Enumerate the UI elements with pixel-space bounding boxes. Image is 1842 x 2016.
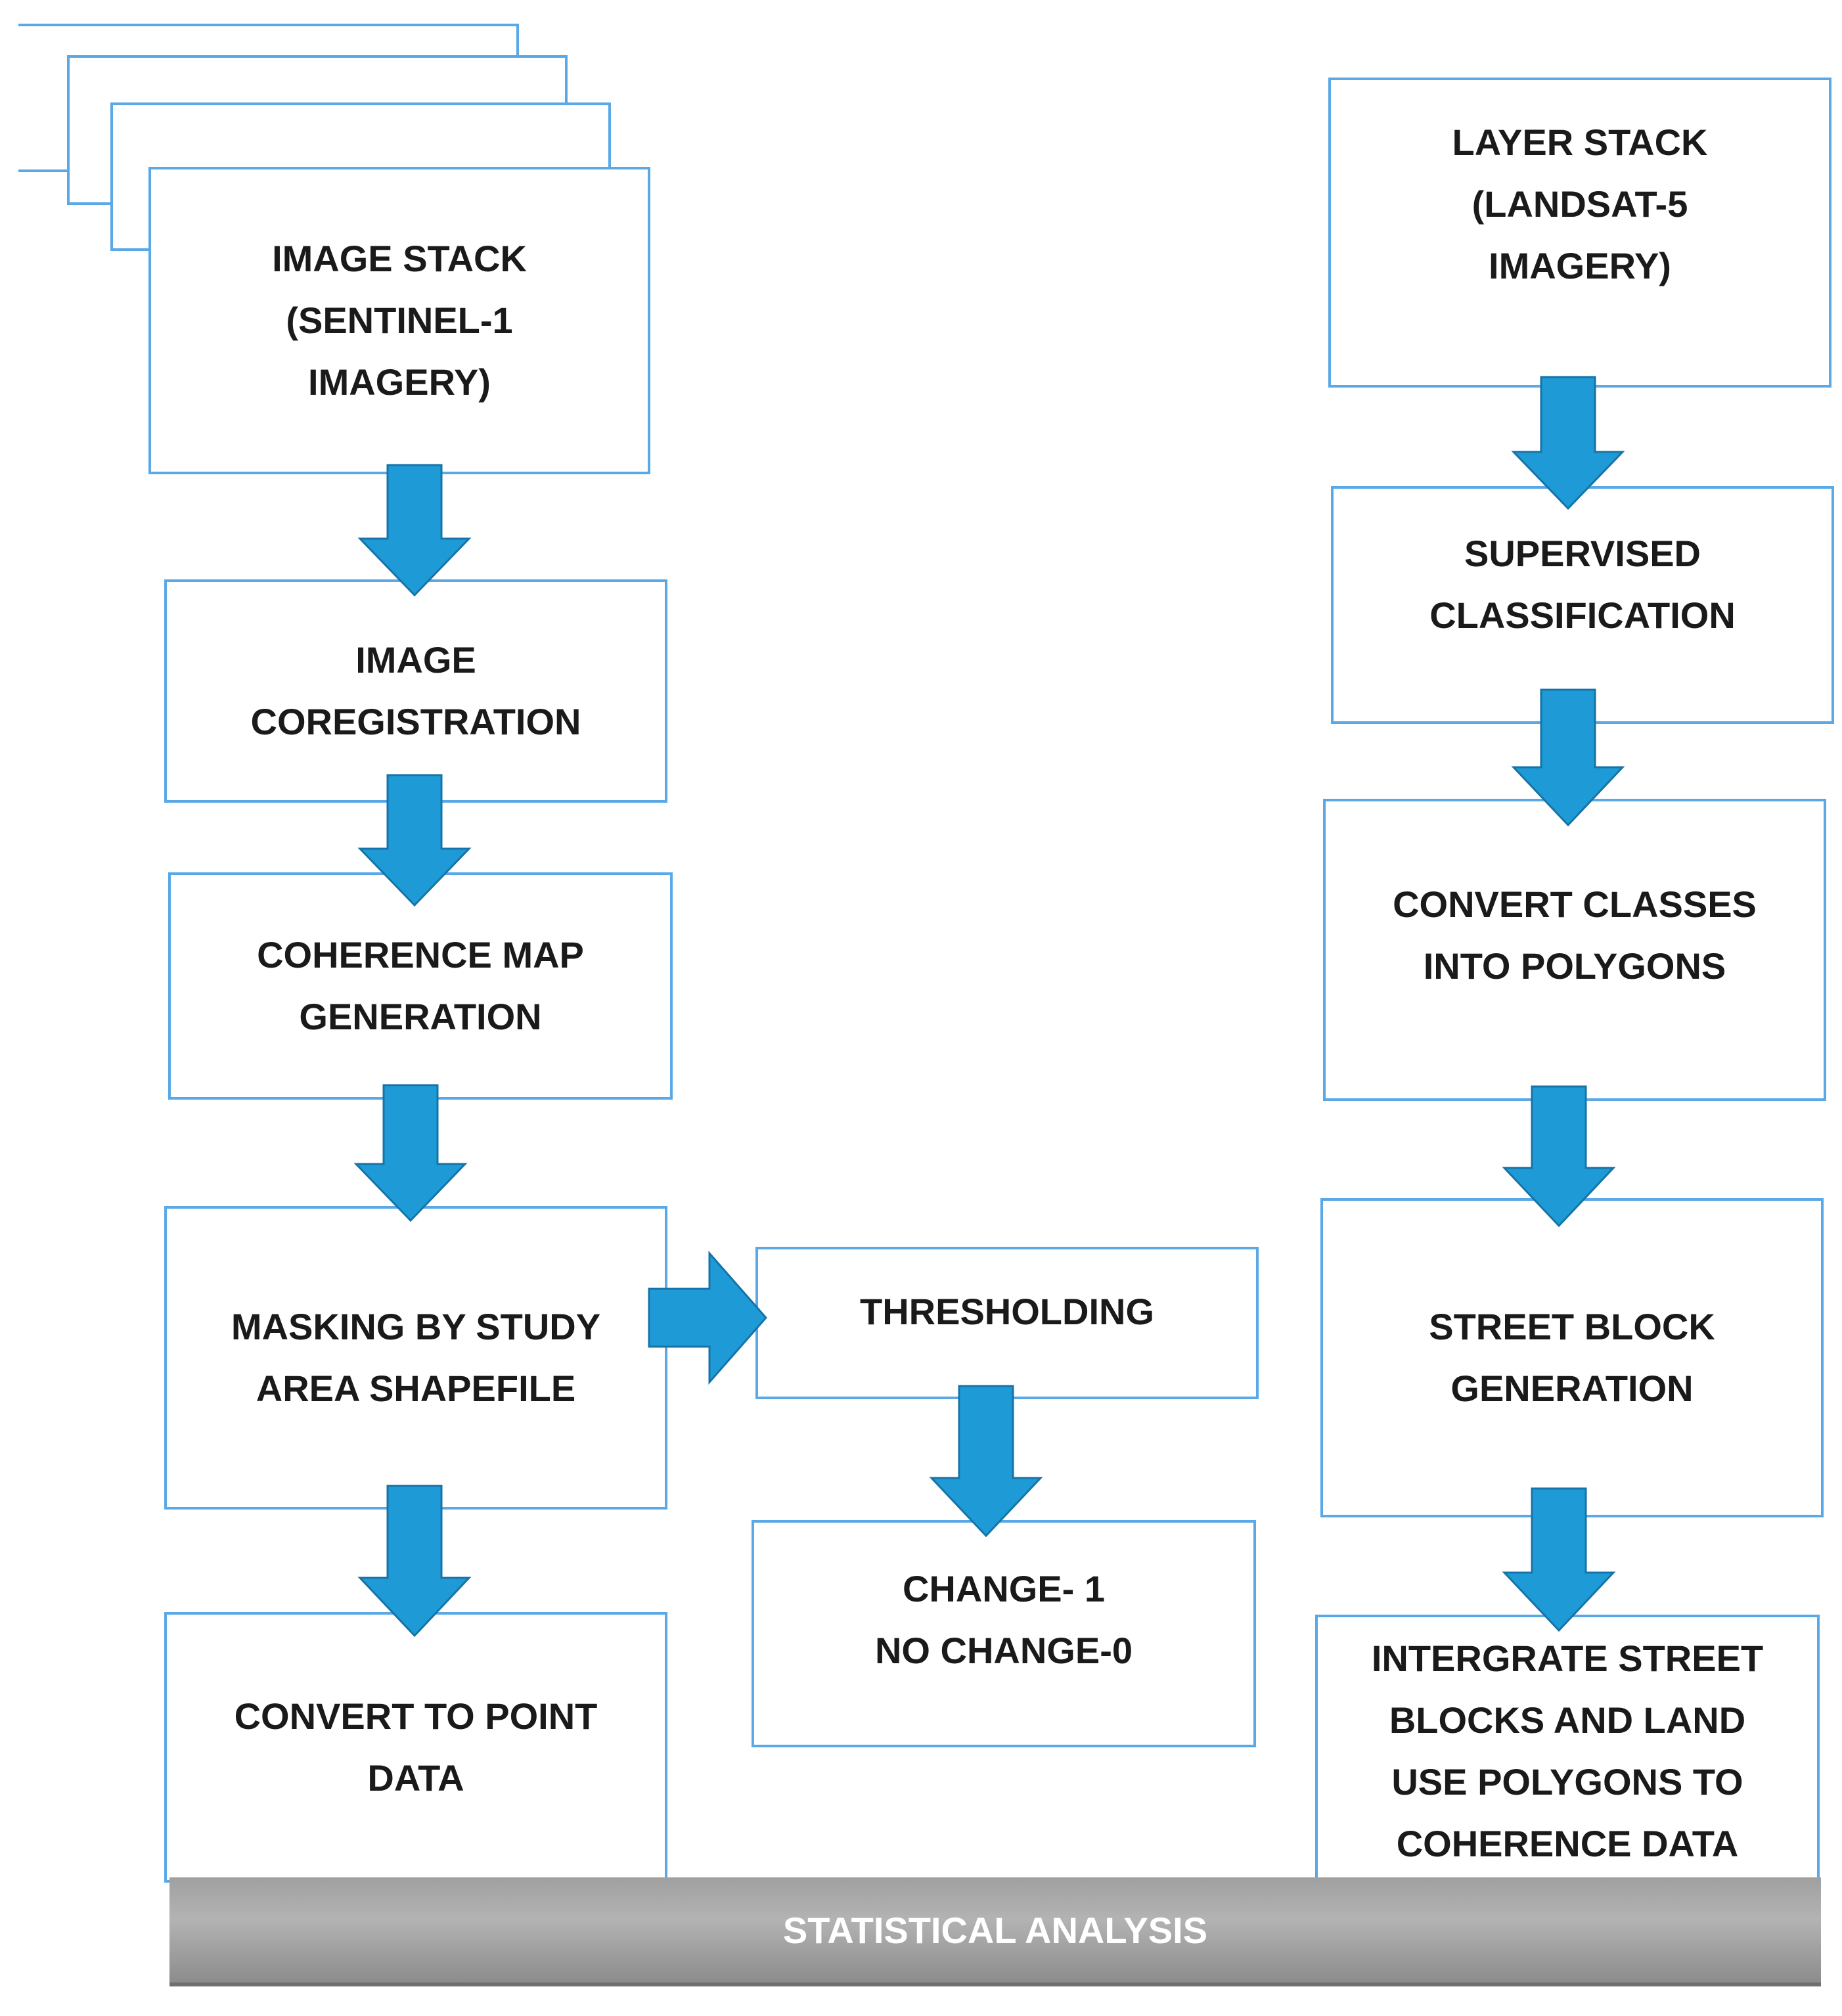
arrow-down-icon <box>357 1485 472 1638</box>
arrow-down-icon <box>1511 688 1625 827</box>
statistical-analysis-label: STATISTICAL ANALYSIS <box>782 1909 1208 1951</box>
image-coregistration-box: IMAGE COREGISTRATION <box>164 579 667 803</box>
convert-classes-into-polygons-box: CONVERT CLASSES INTO POLYGONS <box>1323 799 1826 1101</box>
change-no-change-box: CHANGE- 1 NO CHANGE-0 <box>752 1520 1256 1747</box>
arrow-down-icon <box>1502 1487 1616 1632</box>
arrow-down-icon <box>357 774 472 907</box>
masking-by-study-area-box: MASKING BY STUDY AREA SHAPEFILE <box>164 1206 667 1510</box>
convert-to-point-data-box: CONVERT TO POINT DATA <box>164 1612 667 1883</box>
supervised-classification-box: SUPERVISED CLASSIFICATION <box>1331 486 1834 724</box>
thresholding-box: THRESHOLDING <box>755 1247 1259 1399</box>
arrow-down-icon <box>929 1385 1043 1538</box>
layer-stack-box: LAYER STACK (LANDSAT-5 IMAGERY) <box>1328 78 1831 388</box>
arrow-down-icon <box>1511 376 1625 510</box>
arrow-down-icon <box>353 1084 468 1222</box>
coherence-map-generation-box: COHERENCE MAP GENERATION <box>168 872 673 1100</box>
arrow-down-icon <box>357 464 472 597</box>
integrate-street-blocks-box: INTERGRATE STREET BLOCKS AND LAND USE PO… <box>1315 1615 1820 1884</box>
statistical-analysis-bar: STATISTICAL ANALYSIS <box>169 1877 1821 1986</box>
image-stack-box: IMAGE STACK (SENTINEL-1 IMAGERY) <box>148 167 650 474</box>
street-block-generation-box: STREET BLOCK GENERATION <box>1320 1198 1824 1517</box>
arrow-right-icon <box>648 1251 767 1385</box>
arrow-down-icon <box>1502 1085 1616 1228</box>
